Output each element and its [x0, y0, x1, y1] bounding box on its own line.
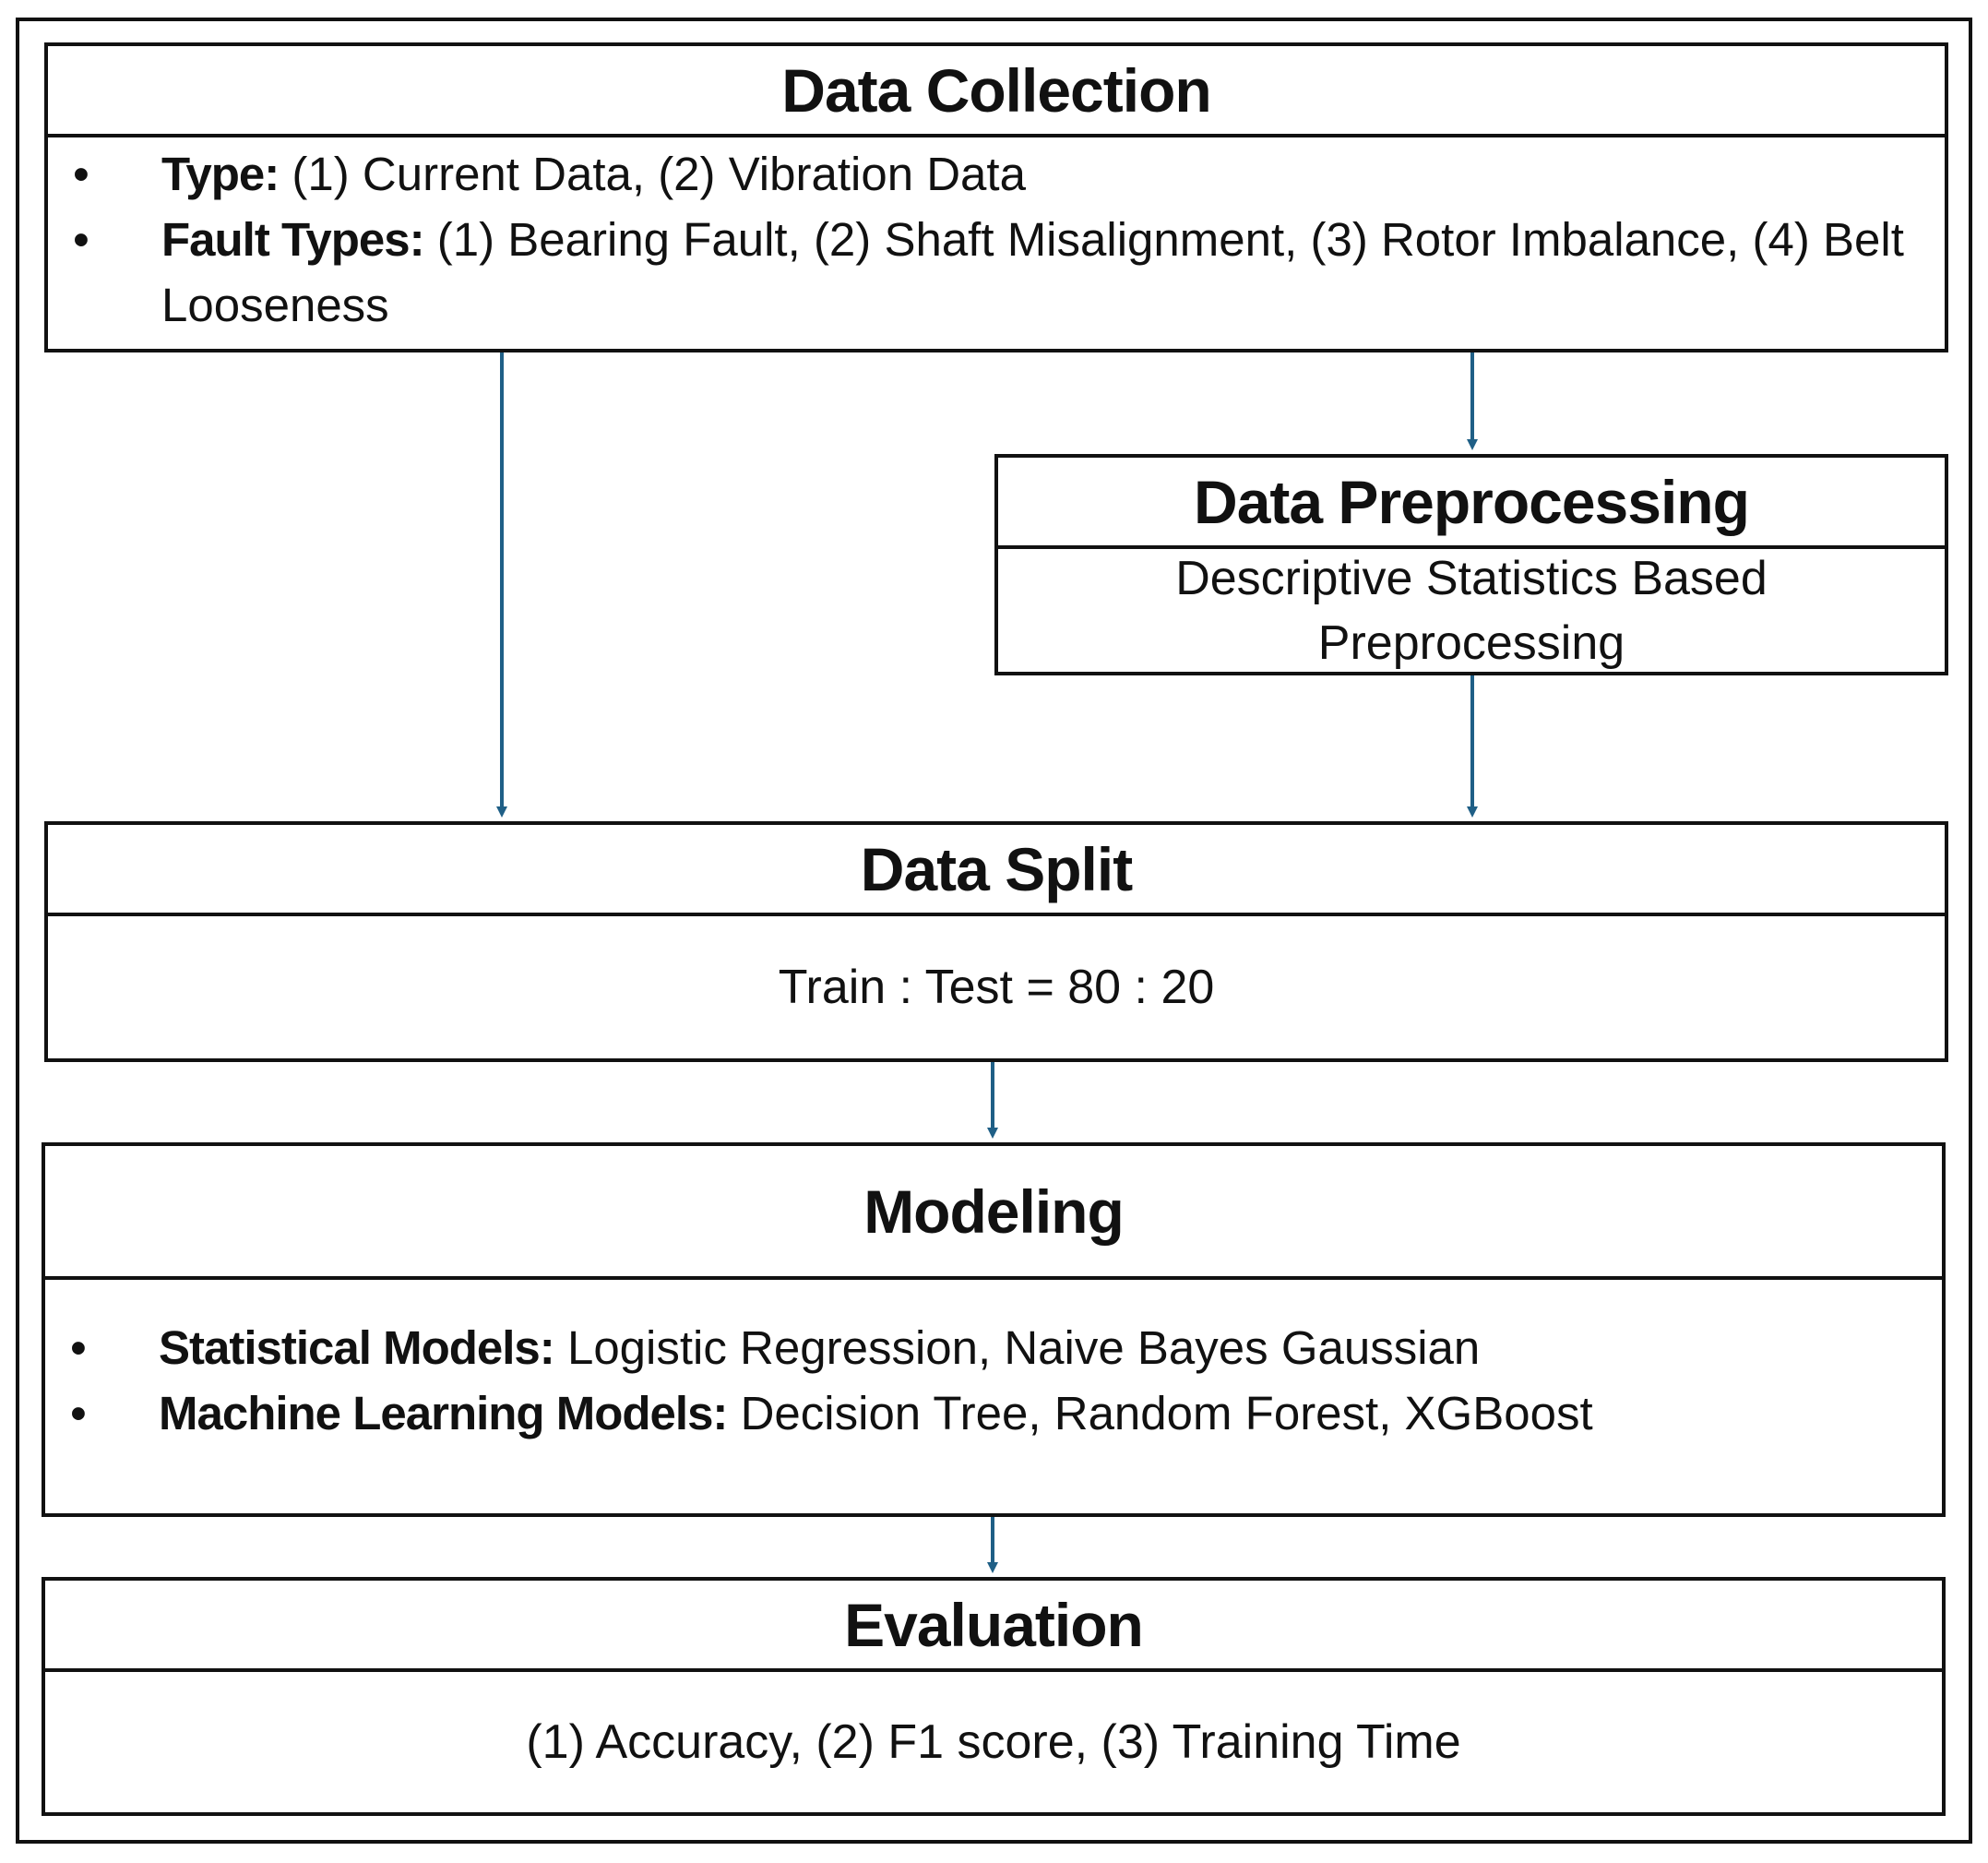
bullet-label: Machine Learning Models:	[159, 1387, 728, 1439]
bullet-text: Decision Tree, Random Forest, XGBoost	[727, 1387, 1593, 1439]
modeling-box: Modeling • Statistical Models: Logistic …	[42, 1142, 1946, 1517]
modeling-title: Modeling	[45, 1146, 1942, 1280]
diagram-frame	[16, 18, 1972, 1844]
data-split-body: Train : Test = 80 : 20	[778, 961, 1215, 1014]
data-preprocessing-box: Data Preprocessing Descriptive Statistic…	[994, 454, 1948, 675]
data-preprocessing-body: Descriptive Statistics Based Preprocessi…	[998, 549, 1945, 672]
bullet-label: Type:	[161, 148, 280, 200]
bullet-icon: •	[70, 1387, 87, 1439]
evaluation-title: Evaluation	[45, 1581, 1942, 1672]
data-preprocessing-line2: Preprocessing	[1317, 615, 1625, 670]
data-collection-title: Data Collection	[48, 46, 1945, 137]
bullet-text: (1) Bearing Fault, (2) Shaft Misalignmen…	[161, 213, 1904, 331]
evaluation-body: (1) Accuracy, (2) F1 score, (3) Training…	[526, 1715, 1461, 1769]
bullet-icon: •	[73, 213, 89, 266]
modeling-list: • Statistical Models: Logistic Regressio…	[45, 1315, 1942, 1446]
list-item: • Fault Types: (1) Bearing Fault, (2) Sh…	[48, 207, 1945, 338]
bullet-text: Logistic Regression, Naive Bayes Gaussia…	[554, 1321, 1481, 1374]
data-collection-list: • Type: (1) Current Data, (2) Vibration …	[48, 141, 1945, 338]
data-preprocessing-title: Data Preprocessing	[998, 458, 1945, 549]
list-item: • Machine Learning Models: Decision Tree…	[45, 1380, 1942, 1446]
data-collection-box: Data Collection • Type: (1) Current Data…	[44, 42, 1948, 352]
bullet-label: Fault Types:	[161, 213, 425, 266]
modeling-body: • Statistical Models: Logistic Regressio…	[45, 1280, 1942, 1513]
list-item: • Statistical Models: Logistic Regressio…	[45, 1315, 1942, 1380]
data-split-box: Data Split Train : Test = 80 : 20	[44, 821, 1948, 1062]
bullet-text: (1) Current Data, (2) Vibration Data	[279, 148, 1026, 200]
data-split-title: Data Split	[48, 825, 1945, 916]
data-preprocessing-line1: Descriptive Statistics Based	[1175, 551, 1768, 605]
bullet-label: Statistical Models:	[159, 1321, 555, 1374]
evaluation-box: Evaluation (1) Accuracy, (2) F1 score, (…	[42, 1577, 1946, 1816]
bullet-icon: •	[70, 1321, 87, 1374]
bullet-icon: •	[73, 148, 89, 200]
list-item: • Type: (1) Current Data, (2) Vibration …	[48, 141, 1945, 207]
data-collection-body: • Type: (1) Current Data, (2) Vibration …	[48, 137, 1945, 349]
